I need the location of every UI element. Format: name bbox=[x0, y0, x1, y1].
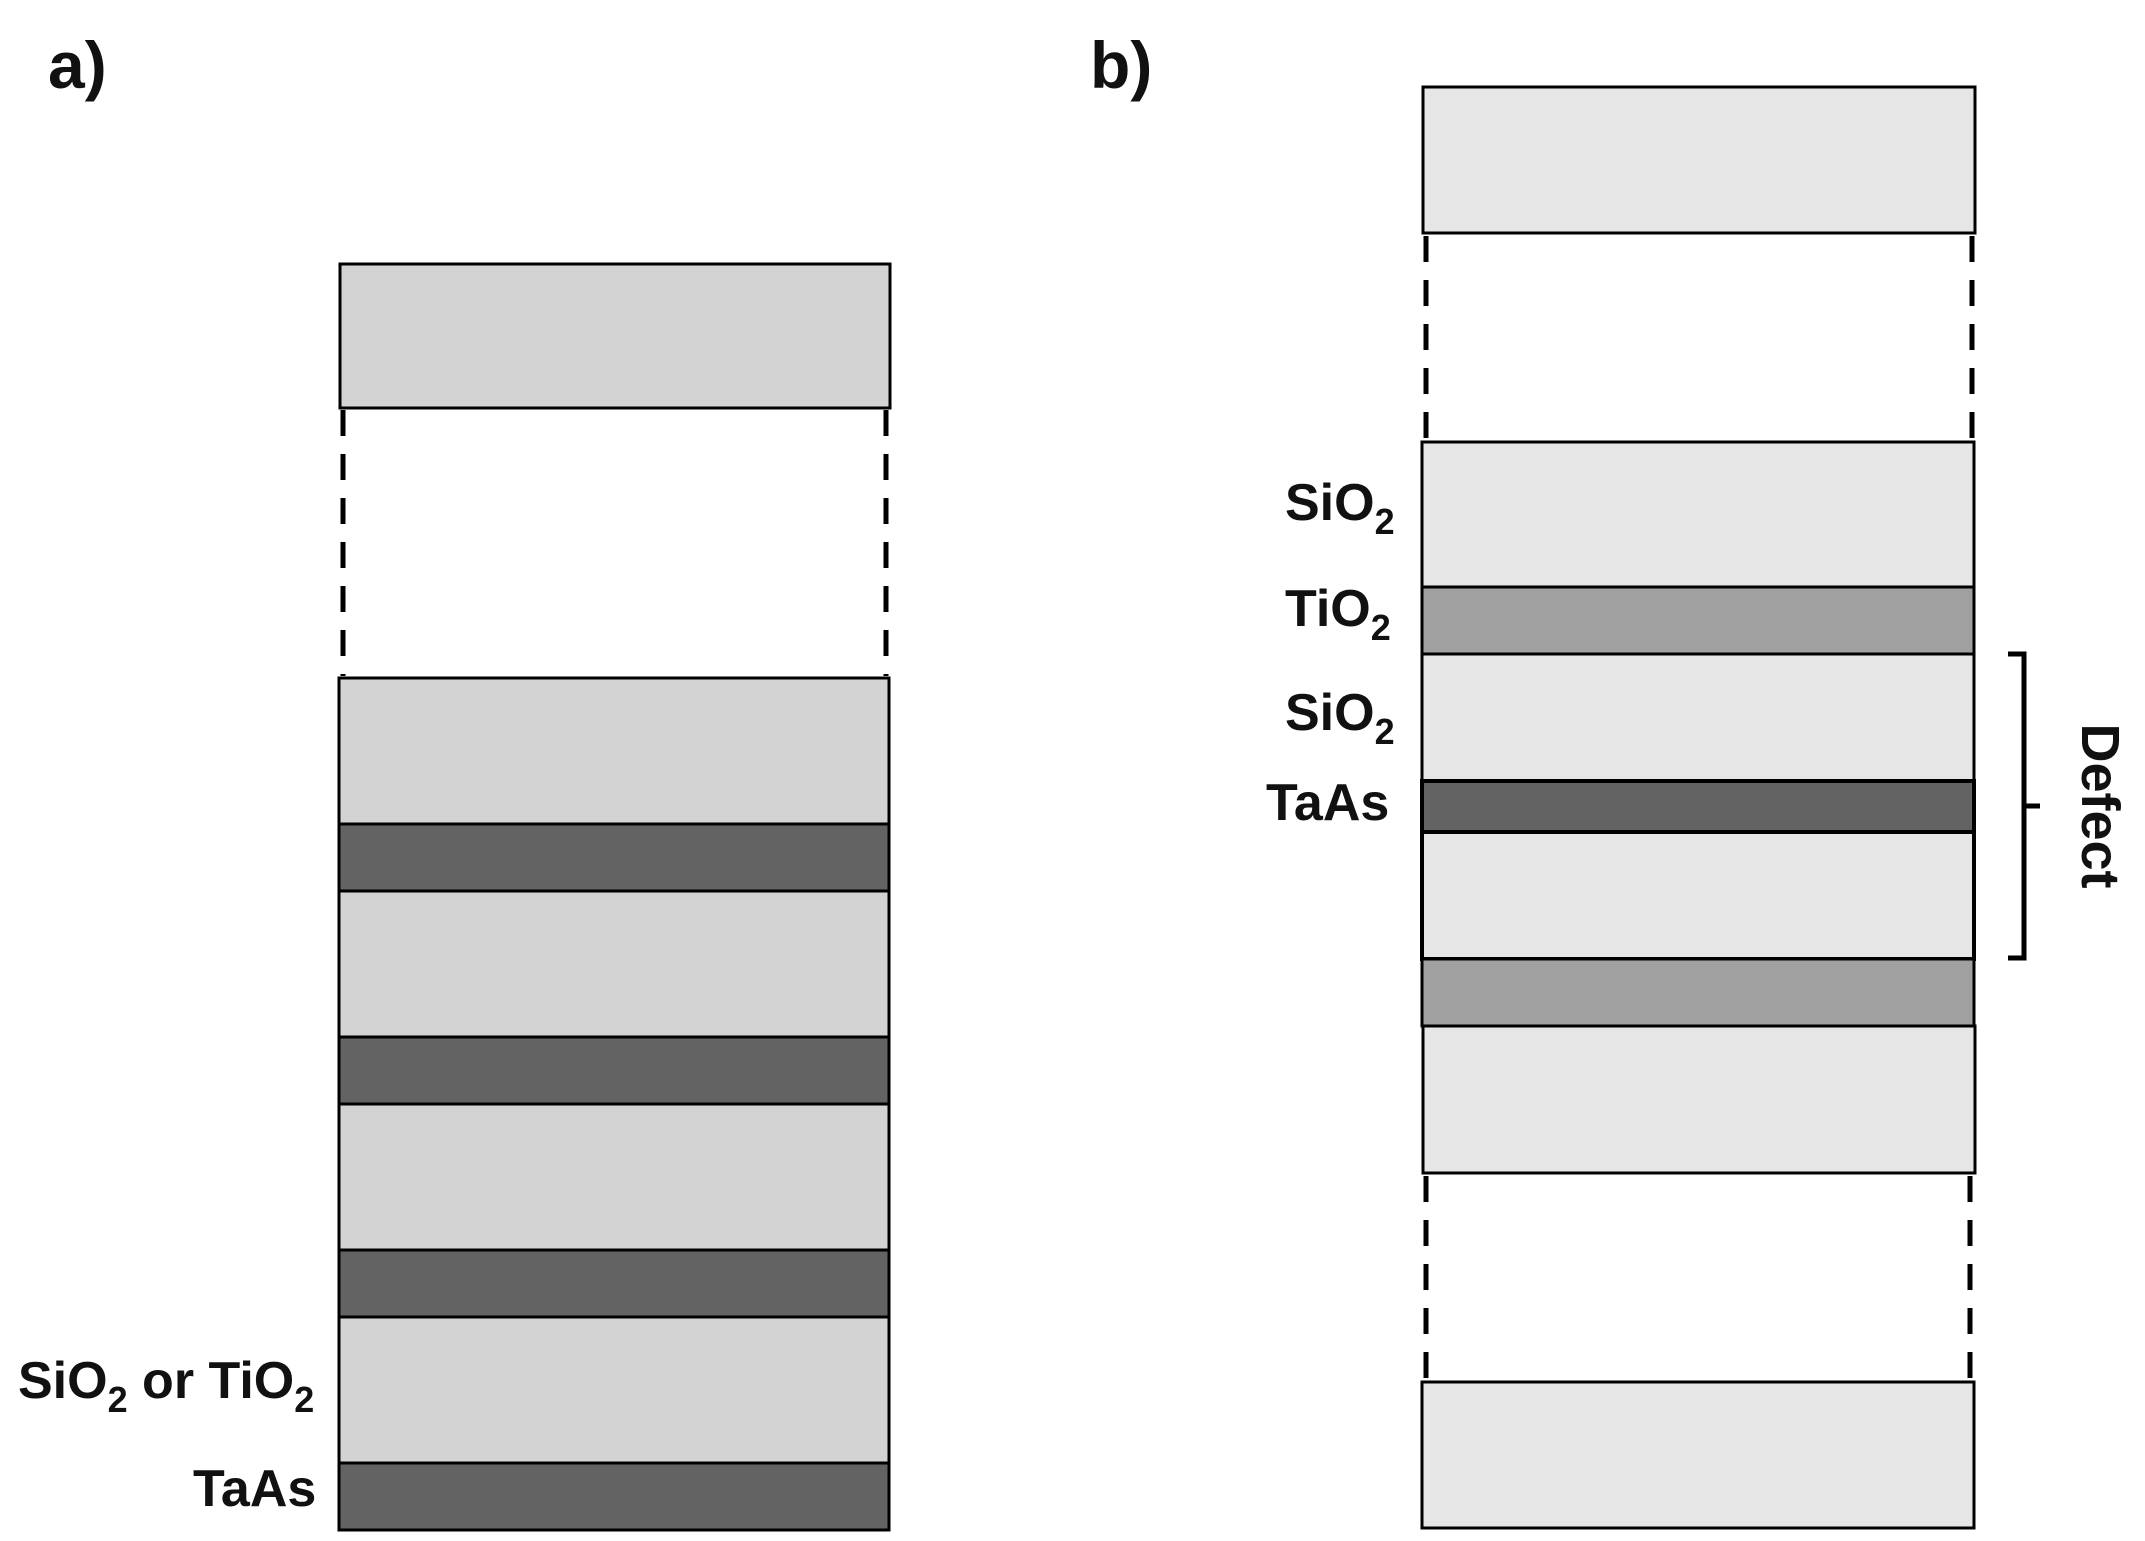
dielectric-layer bbox=[337, 1102, 891, 1252]
tio2-layer bbox=[1420, 957, 1976, 1028]
taas-defect-layer bbox=[1420, 779, 1976, 834]
sio2-layer bbox=[1421, 1024, 1977, 1175]
defect-label: Defect bbox=[2070, 723, 2130, 888]
defect-bracket bbox=[2008, 651, 2040, 961]
tio2-layer bbox=[1420, 585, 1976, 656]
sio2-defect-layer bbox=[1420, 652, 1976, 783]
label-sio2-top: SiO2 bbox=[1285, 474, 1395, 542]
label-tio2: TiO2 bbox=[1285, 580, 1391, 648]
top-layer bbox=[338, 262, 892, 410]
panel-b-label: b) bbox=[1090, 28, 1152, 102]
taas-layer bbox=[337, 1248, 891, 1319]
dielectric-layer bbox=[337, 676, 891, 826]
dielectric-layer bbox=[337, 889, 891, 1039]
top-layer bbox=[1421, 85, 1977, 235]
label-taas: TaAs bbox=[193, 1460, 316, 1518]
label-sio2-or-tio2: SiO2 or TiO2 bbox=[18, 1352, 314, 1420]
bottom-layer bbox=[1420, 1380, 1976, 1530]
panel-a-stack bbox=[337, 262, 892, 1532]
taas-layer bbox=[337, 1461, 891, 1532]
label-taas-defect: TaAs bbox=[1266, 774, 1389, 832]
taas-layer bbox=[337, 1035, 891, 1106]
dielectric-layer bbox=[337, 1315, 891, 1465]
panel-b-stack bbox=[1420, 85, 1977, 1530]
panel-a-label: a) bbox=[48, 28, 107, 102]
sio2-layer bbox=[1420, 440, 1976, 589]
sio2-defect-layer bbox=[1420, 830, 1976, 961]
taas-layer bbox=[337, 822, 891, 893]
label-sio2-defect: SiO2 bbox=[1285, 684, 1395, 752]
